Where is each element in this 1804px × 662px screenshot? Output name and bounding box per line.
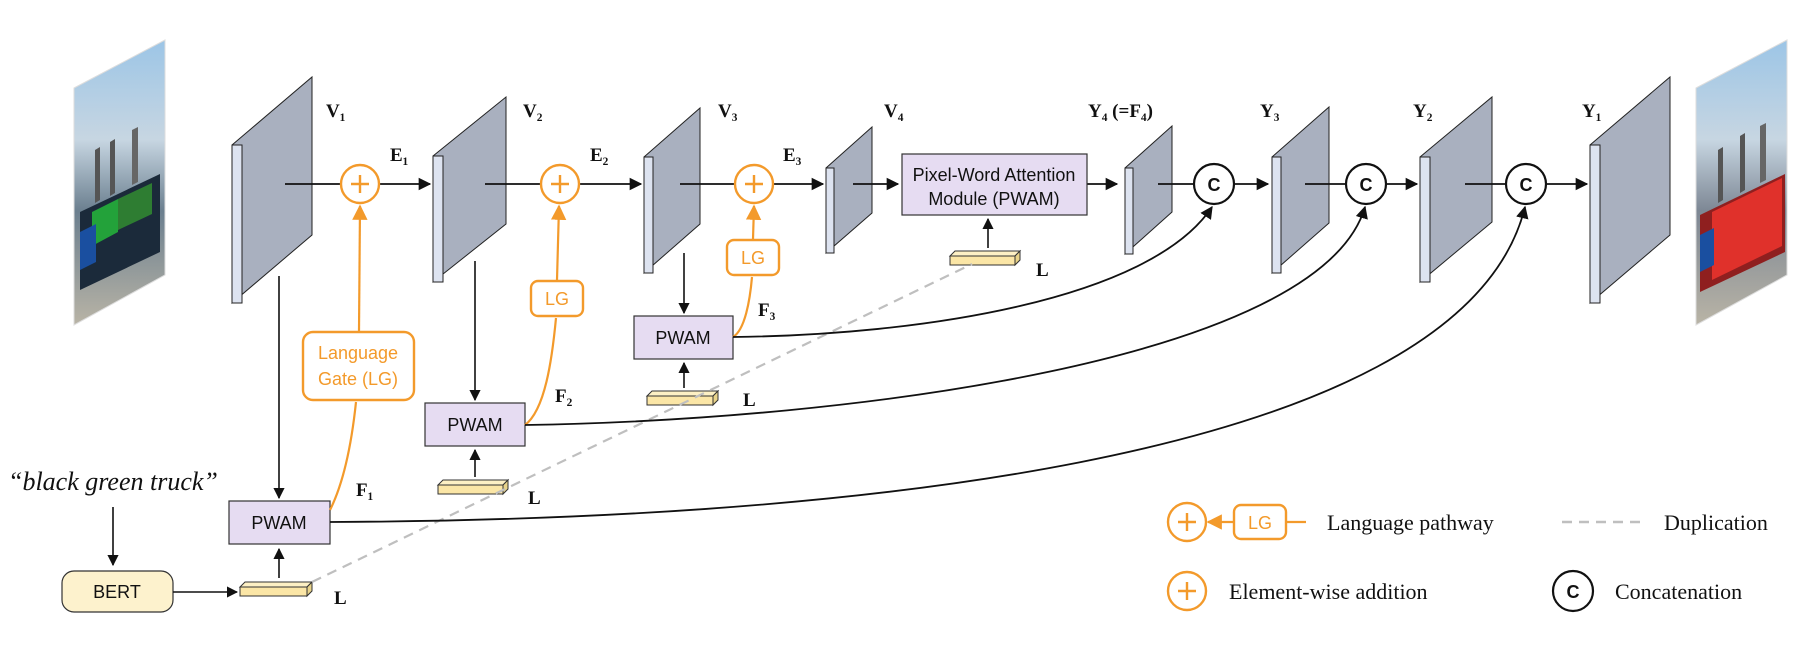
bert-box: BERT [61,570,174,613]
concat-icon-1: C [1192,162,1236,206]
add-icon-2 [539,163,581,205]
legend-add-icon [1166,501,1208,543]
label-y4: Y₄ (=F₄) [1088,101,1153,122]
label-l-2: L [528,488,541,509]
label-e3: E₃ [783,145,802,166]
label-l-4: L [1036,260,1049,281]
feature-map-y1 [1589,75,1671,305]
label-v3: V₃ [718,101,738,122]
input-query: “black green truck” [8,467,218,496]
label-v4: V₄ [884,101,904,122]
legend-concat-icon: C [1551,569,1595,613]
pwam-full-line2: Module (PWAM) [928,189,1059,209]
pwam-label: PWAM [655,328,710,348]
label-e2: E₂ [590,145,609,166]
pwam-module-main: Pixel-Word Attention Module (PWAM) [901,153,1088,216]
concat-symbol: C [1208,175,1221,195]
label-f3: F₃ [758,300,776,321]
duplication-line [311,263,973,583]
language-pathways [329,204,762,511]
concat-symbol: C [1360,175,1373,195]
language-gate-2: LG [529,279,585,318]
label-v1: V₁ [326,101,345,122]
feature-map-v4 [825,125,873,255]
feature-map-v2 [432,95,507,284]
label-f1: F₁ [356,480,373,501]
legend-lg-box: LG [1232,503,1288,541]
up-arrows [273,217,994,578]
input-image [73,39,166,326]
lg-label: LG [545,289,569,309]
down-arrows [273,253,690,500]
pwam-box-1: PWAM [228,500,331,545]
label-l-1: L [334,588,347,609]
legend-concatenation: Concatenation [1615,579,1742,604]
label-y3: Y₃ [1260,101,1280,122]
pwam-label: PWAM [251,513,306,533]
feature-map-y4 [1124,124,1173,256]
label-y2: Y₂ [1413,101,1433,122]
language-feature-4 [948,249,1022,267]
label-l-3: L [743,390,756,411]
pwam-label: PWAM [447,415,502,435]
concat-icon-2: C [1344,162,1388,206]
label-f2: F₂ [555,386,573,407]
add-icon-1 [339,163,381,205]
label-e1: E₁ [390,145,408,166]
lg-full-line1: Language [318,343,398,363]
legend-lg-label: LG [1248,513,1272,533]
language-gate-1: Language Gate (LG) [301,330,416,402]
concat-icon-3: C [1504,162,1548,206]
label-y1: Y₁ [1582,101,1601,122]
lg-full-line2: Gate (LG) [318,369,398,389]
legend-duplication: Duplication [1664,510,1768,535]
legend-concat-symbol: C [1567,582,1580,602]
legend-add-icon-2 [1166,570,1208,612]
bert-label: BERT [93,582,141,602]
add-icon-3 [733,163,775,205]
pwam-full-line1: Pixel-Word Attention [913,165,1076,185]
legend-language-pathway: Language pathway [1327,510,1494,535]
language-feature-1 [238,580,314,598]
legend-elementwise-addition: Element-wise addition [1229,579,1428,604]
concat-symbol: C [1520,175,1533,195]
language-gate-3: LG [725,238,781,277]
feature-map-v3 [643,106,701,275]
lg-label: LG [741,248,765,268]
skip-connections [329,205,1529,523]
feature-map-v1 [231,75,313,305]
feature-map-y3 [1271,105,1330,275]
pwam-box-2: PWAM [424,402,526,447]
feature-map-y2 [1419,95,1493,284]
legend: LG Language pathway Duplication Element-… [1166,501,1768,613]
pwam-box-3: PWAM [633,315,734,360]
output-image [1695,39,1788,326]
label-v2: V₂ [523,101,543,122]
